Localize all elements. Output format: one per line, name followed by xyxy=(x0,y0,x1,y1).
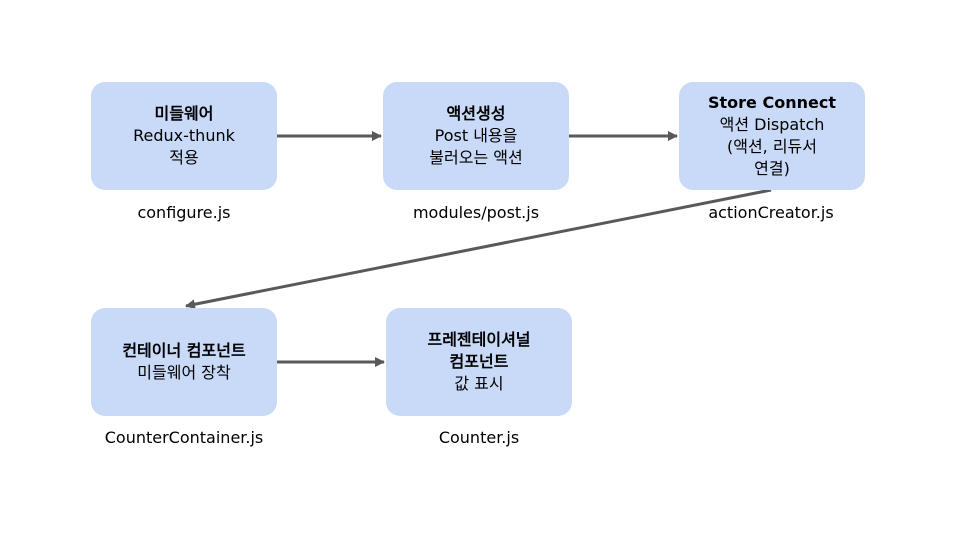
node-title: 미들웨어 xyxy=(154,104,214,123)
node-subtitle: 액션 Dispatch (액션, 리듀서 연결) xyxy=(719,115,825,178)
node-subtitle: Redux-thunk 적용 xyxy=(133,126,235,167)
file-label: configure.js xyxy=(137,203,231,222)
middleware-node: 미들웨어 Redux-thunk 적용 xyxy=(91,82,277,190)
node-title: 컨테이너 컴포넌트 xyxy=(122,341,246,360)
file-label: modules/post.js xyxy=(412,203,540,222)
file-label: Counter.js xyxy=(438,428,520,447)
action-creator-node: 액션생성 Post 내용을 불러오는 액션 xyxy=(383,82,569,190)
node-title: Store Connect xyxy=(708,93,836,112)
node-subtitle: 미들웨어 장착 xyxy=(137,363,231,382)
container-component-node: 컨테이너 컴포넌트 미들웨어 장착 xyxy=(91,308,277,416)
arrow-store-to-container xyxy=(185,188,772,310)
node-subtitle: Post 내용을 불러오는 액션 xyxy=(429,126,523,167)
file-label: actionCreator.js xyxy=(708,203,834,222)
node-subtitle: 값 표시 xyxy=(454,374,504,393)
file-label: CounterContainer.js xyxy=(104,428,264,447)
presentational-component-node: 프레젠테이셔널 컴포넌트 값 표시 xyxy=(386,308,572,416)
store-connect-node: Store Connect 액션 Dispatch (액션, 리듀서 연결) xyxy=(679,82,865,190)
node-title: 액션생성 xyxy=(446,104,506,123)
node-title: 프레젠테이셔널 컴포넌트 xyxy=(427,330,531,371)
